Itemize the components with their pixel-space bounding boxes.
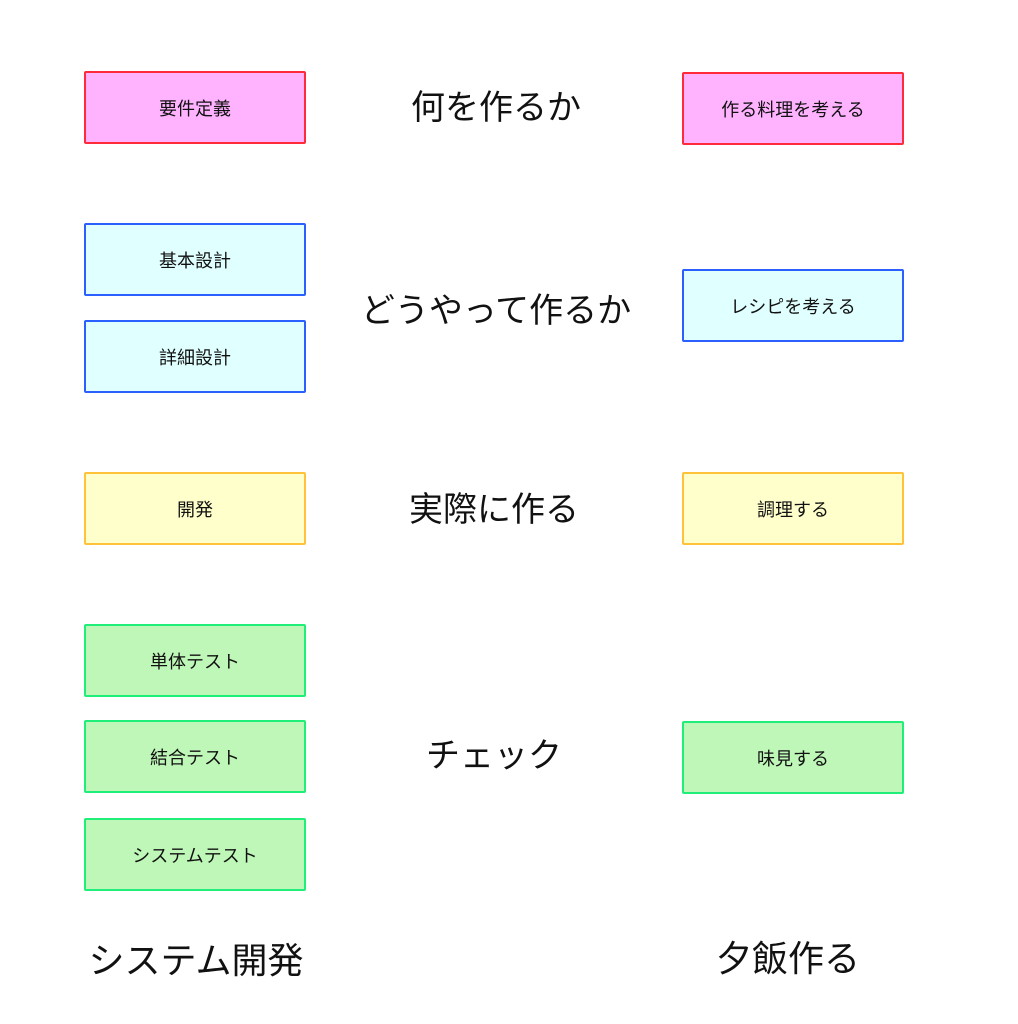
box-label: 味見する bbox=[757, 748, 829, 770]
box-basic-design: 基本設計 bbox=[84, 223, 306, 296]
box-label: システムテスト bbox=[132, 845, 258, 867]
box-label: 調理する bbox=[757, 499, 829, 521]
box-taste: 味見する bbox=[682, 721, 904, 794]
box-detailed-design: 詳細設計 bbox=[84, 320, 306, 393]
box-requirements-definition: 要件定義 bbox=[84, 71, 306, 144]
box-label: 単体テスト bbox=[150, 651, 240, 673]
box-integration-test: 結合テスト bbox=[84, 720, 306, 793]
right-column-title: 夕飯作る bbox=[715, 939, 861, 980]
phase-how-to-make: どうやって作るか bbox=[360, 291, 632, 331]
box-cook: 調理する bbox=[682, 472, 904, 545]
box-label: 開発 bbox=[177, 499, 213, 521]
box-label: 要件定義 bbox=[159, 98, 231, 120]
box-decide-dish: 作る料理を考える bbox=[682, 72, 904, 145]
box-label: レシピを考える bbox=[730, 296, 856, 318]
box-label: 詳細設計 bbox=[159, 347, 231, 369]
phase-actually-make: 実際に作る bbox=[409, 490, 579, 530]
left-column-title: システム開発 bbox=[88, 941, 304, 982]
box-label: 結合テスト bbox=[150, 747, 240, 769]
phase-what-to-make: 何を作るか bbox=[411, 88, 581, 128]
box-unit-test: 単体テスト bbox=[84, 624, 306, 697]
box-label: 作る料理を考える bbox=[721, 99, 865, 121]
phase-check: チェック bbox=[426, 736, 562, 776]
box-development: 開発 bbox=[84, 472, 306, 545]
box-plan-recipe: レシピを考える bbox=[682, 269, 904, 342]
box-label: 基本設計 bbox=[159, 250, 231, 272]
box-system-test: システムテスト bbox=[84, 818, 306, 891]
